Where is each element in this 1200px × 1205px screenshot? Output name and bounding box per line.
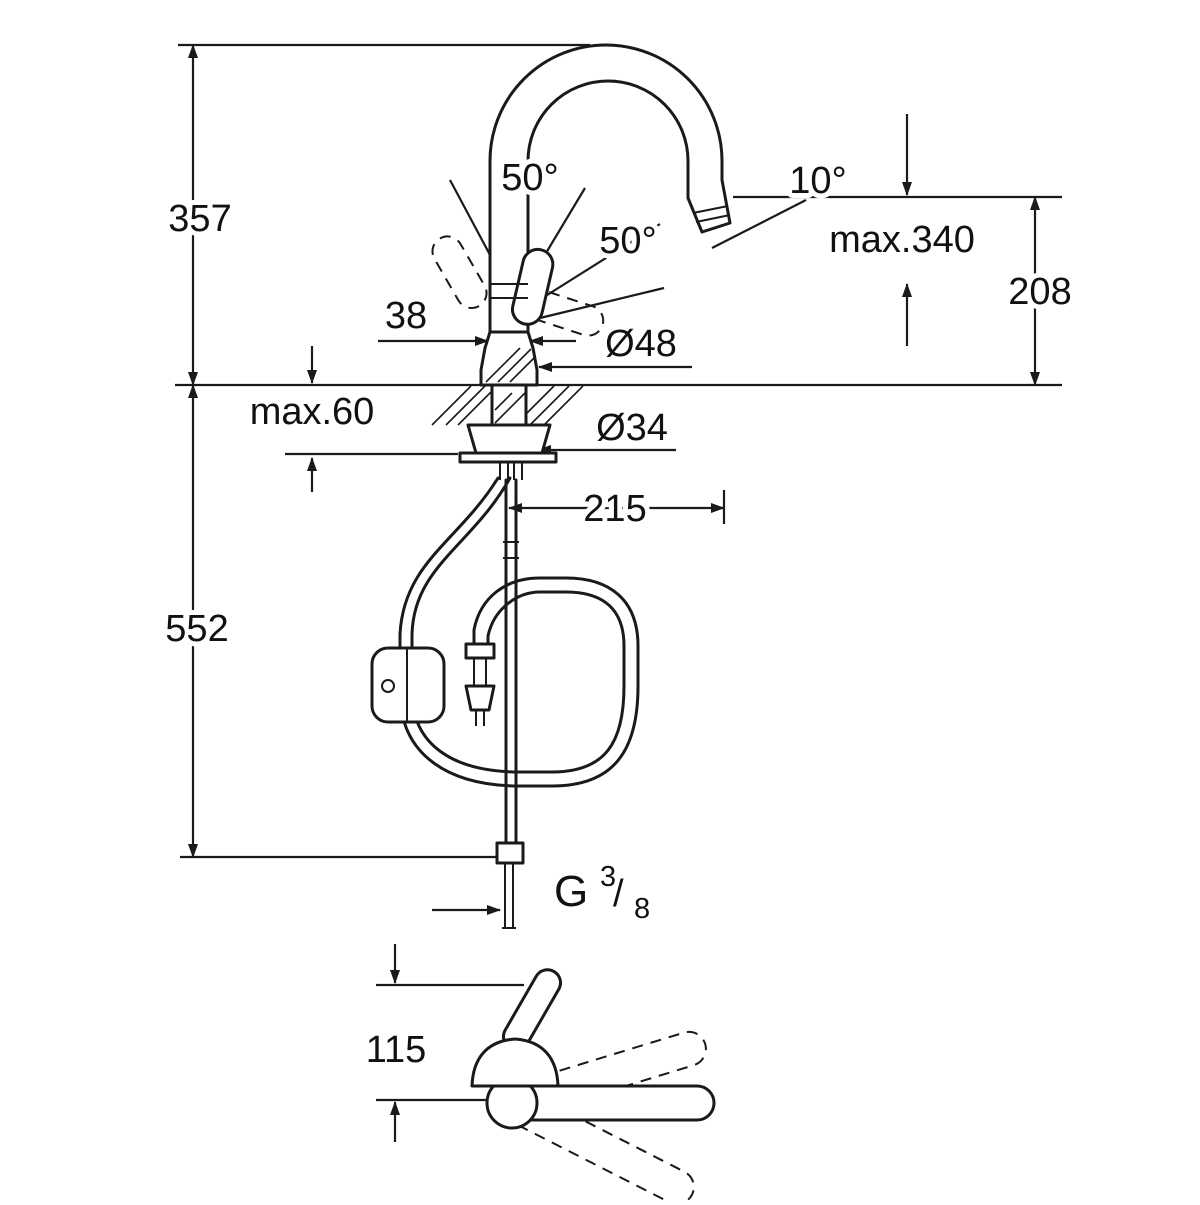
dimension-lines [188,44,1040,1142]
dimension-labels: 357 50° 50° 10° max.340 208 38 Ø48 max.6… [160,152,1076,1076]
spray-hose [504,478,518,845]
tilt-angle-leg-lower [539,286,665,320]
reference-lines [175,43,1062,859]
thread-denominator-label: 8 [634,893,650,925]
angle-10-label: 10° [789,160,846,202]
hose-end-tube [473,658,487,686]
dia-48-label: Ø48 [605,323,677,365]
thread-letter-label: G [554,867,588,916]
handle-dashed-left [431,235,488,310]
faucet-front-view [370,43,732,929]
weight-screw [381,679,395,693]
spout-angle-leg [711,199,807,249]
dim-215-label: 215 [583,488,646,530]
supply-hose-loop [398,476,640,788]
dim-357-label: 357 [168,198,231,240]
dim-208-label: 208 [1008,271,1071,313]
angle-50-swivel-label: 50° [501,157,558,199]
handle-collar-lines [490,283,528,299]
max-60-label: max.60 [250,391,375,433]
angle-50-tilt-label: 50° [599,220,656,262]
aerator-lines [692,205,731,223]
hose-end-tip [475,710,485,726]
faucet-side-view [376,968,716,1205]
mounting-washer [458,451,558,464]
hose-coupling-marks [503,541,519,559]
spout-swivel-dashed-down [509,1092,695,1205]
dim-115-label: 115 [366,1029,427,1071]
tailpieces [499,462,523,480]
side-handle-dome [470,1037,560,1088]
thread-pipe [502,863,516,929]
dia-34-label: Ø34 [596,407,668,449]
spout-side-tube [510,1084,716,1122]
mounting-nut [466,423,552,455]
hose-end-fitting [464,642,496,660]
hose-end-nut [464,684,496,712]
max-340-label: max.340 [829,219,975,261]
mounting-shank [490,383,528,427]
dim-552-label: 552 [165,608,228,650]
thread-slash-label: / [613,873,624,915]
section-hatching [431,347,584,426]
thread-connector [495,841,525,865]
dim-38-label: 38 [385,295,427,337]
tilt-angle-leg-upper [535,223,661,303]
